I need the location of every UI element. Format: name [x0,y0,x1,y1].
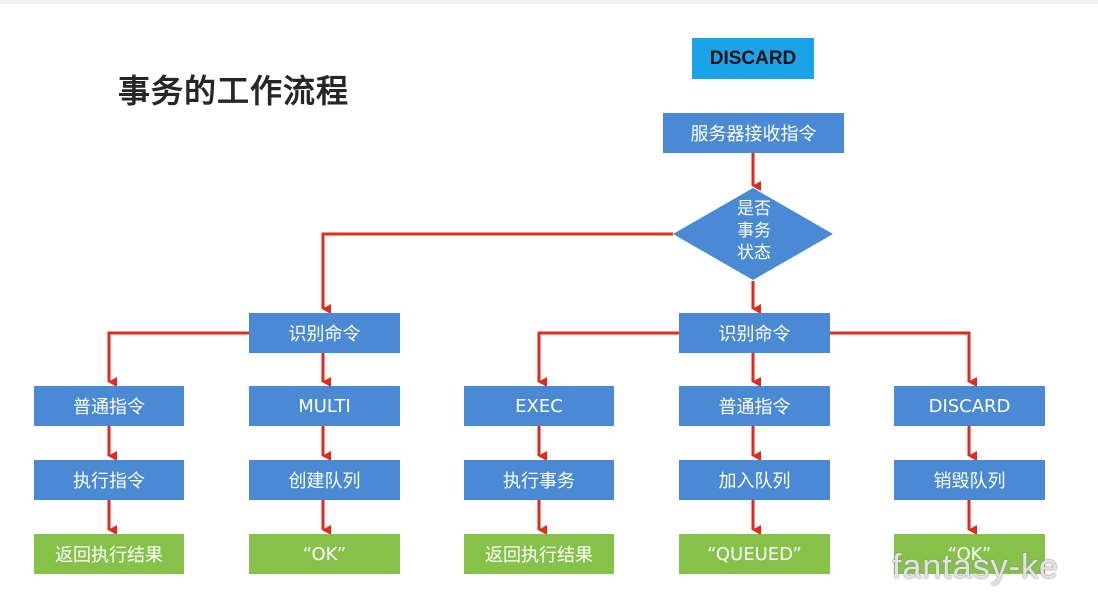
node-receive: 服务器接收指令 [663,113,844,153]
arrow-right-col3 [537,331,679,387]
page-title: 事务的工作流程 [118,72,350,110]
node-col2-multi: MULTI [249,386,400,426]
node-col2-ok: “OK” [249,534,400,574]
decision-line-2: 事务 [737,221,771,241]
node-col4-queued: “QUEUED” [679,534,830,574]
decision-line-1: 是否 [737,199,771,219]
decision-diamond [673,188,833,280]
node-identify-left: 识别命令 [249,313,400,353]
node-col1-execute: 执行指令 [34,460,184,500]
discard-badge: DISCARD [692,38,814,79]
top-divider [0,0,1098,4]
decision-line-3: 状态 [737,243,771,263]
arrow-decision-left [321,232,673,314]
arrow-right-col5 [829,331,977,387]
node-col3-exec: EXEC [464,386,614,426]
arrow-left-col1 [107,331,249,387]
node-col4-normal: 普通指令 [679,386,830,426]
decision-label: 是否 事务 状态 [714,198,794,264]
node-col1-result: 返回执行结果 [34,534,184,574]
node-col5-discard: DISCARD [894,386,1045,426]
node-col1-normal: 普通指令 [34,386,184,426]
node-col3-result: 返回执行结果 [464,534,614,574]
node-identify-right: 识别命令 [679,313,830,353]
watermark: fantasy-ke [892,548,1059,586]
node-col5-ok: “OK” [894,534,1045,574]
node-col3-execute-transaction: 执行事务 [464,460,614,500]
node-col2-create-queue: 创建队列 [249,460,400,500]
node-col5-destroy-queue: 销毁队列 [894,460,1045,500]
node-col4-enqueue: 加入队列 [679,460,830,500]
